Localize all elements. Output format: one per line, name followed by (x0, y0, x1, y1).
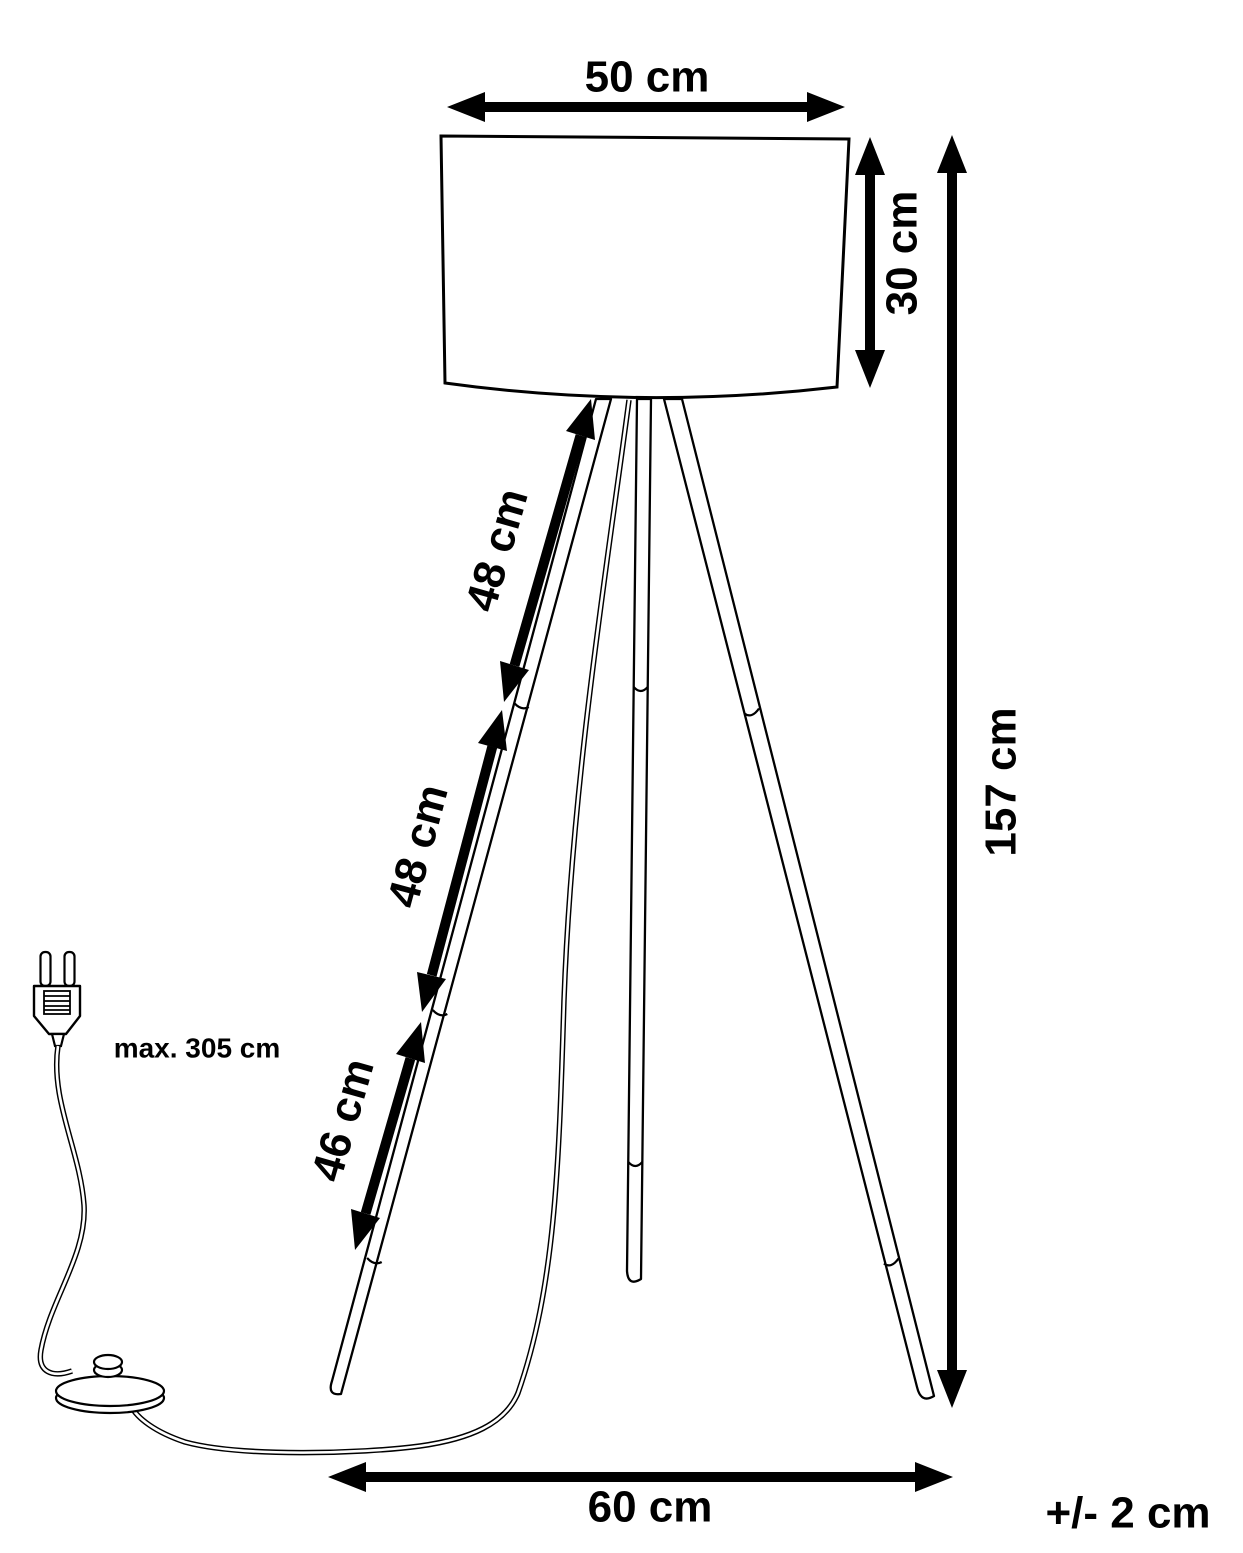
label-cable-length: max. 305 cm (114, 1033, 281, 1064)
label-base-width: 60 cm (588, 1483, 713, 1532)
tripod-leg-left (329, 397, 613, 1396)
tripod-leg-center (625, 397, 653, 1283)
label-segment-bottom: 46 cm (302, 1053, 383, 1186)
power-cable (128, 399, 632, 1456)
label-segment-middle: 48 cm (378, 779, 458, 912)
leg-joint-marks (366, 686, 900, 1267)
power-plug (32, 950, 82, 1048)
lamp-shade (439, 134, 851, 400)
tripod-leg-right (662, 397, 936, 1400)
arrow-shade-height (855, 137, 885, 388)
plug-hatch (43, 990, 71, 1015)
arrow-segment-bottom (351, 1022, 425, 1250)
label-total-height: 157 cm (977, 707, 1026, 856)
arrow-segment-middle (417, 710, 507, 1012)
arrow-segment-top (500, 399, 595, 702)
plug-prong-left (39, 950, 52, 988)
arrow-shade-width (447, 92, 845, 122)
plug-prong-right (63, 950, 76, 988)
label-tolerance: +/- 2 cm (1045, 1489, 1210, 1538)
plug-cable (37, 1045, 87, 1377)
arrow-base-width (328, 1462, 953, 1492)
arrow-total-height (937, 135, 967, 1408)
label-segment-top: 48 cm (456, 483, 537, 616)
label-shade-height: 30 cm (878, 191, 927, 316)
label-shade-width: 50 cm (585, 53, 710, 102)
foot-switch (54, 1353, 166, 1415)
